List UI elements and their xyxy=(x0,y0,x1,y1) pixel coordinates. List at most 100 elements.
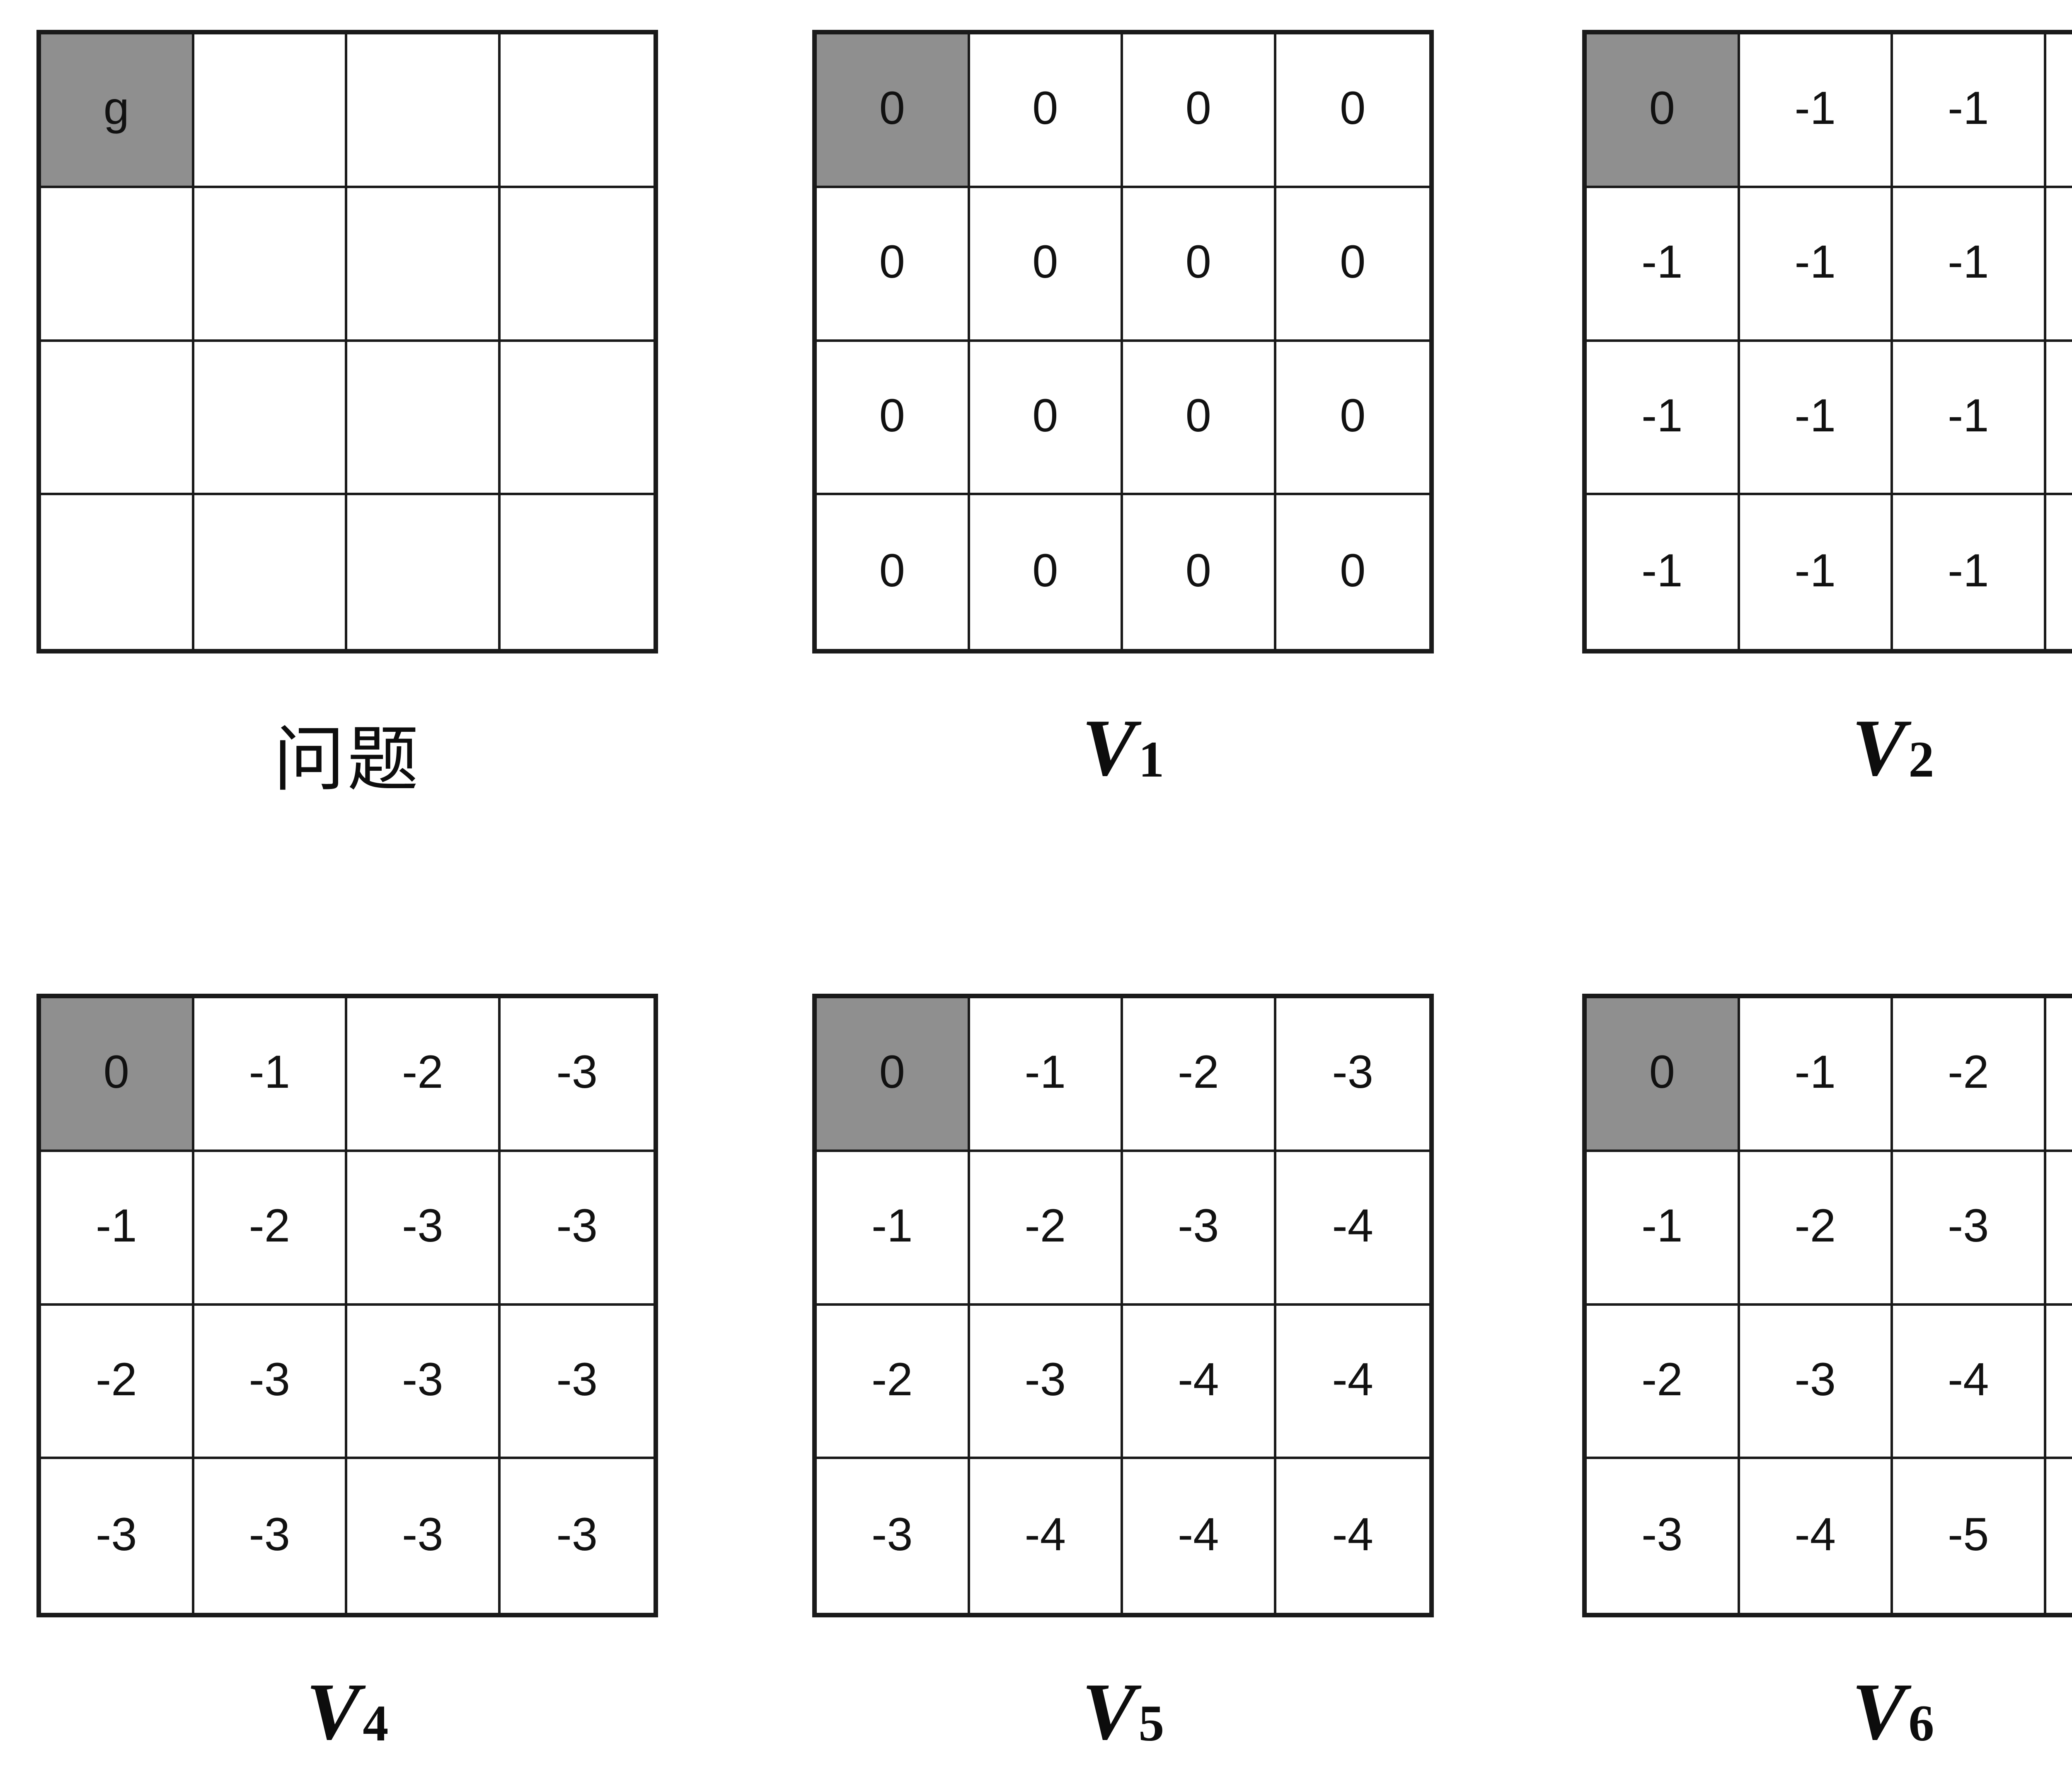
cell-problem-r2-c2 xyxy=(347,341,501,496)
cell-v4-r3-c0: -3 xyxy=(41,1459,194,1613)
cell-v2-r2-c2: -1 xyxy=(1893,341,2046,496)
caption-subscript-v1: 1 xyxy=(1138,731,1164,788)
cell-problem-r3-c1 xyxy=(194,495,347,649)
cell-v2-r3-c2: -1 xyxy=(1893,495,2046,649)
caption-subscript-v6: 6 xyxy=(1908,1695,1934,1752)
cell-v5-r0-c3: -3 xyxy=(1276,998,1429,1152)
cell-v5-r3-c1: -4 xyxy=(970,1459,1123,1613)
cell-problem-r0-c2 xyxy=(347,34,501,188)
cell-v6-r0-c2: -2 xyxy=(1893,998,2046,1152)
caption-v4: V4 xyxy=(36,1665,658,1758)
cell-v5-r1-c2: -3 xyxy=(1123,1152,1276,1306)
cell-v2-r0-c2: -1 xyxy=(1893,34,2046,188)
cell-v4-r0-c0: 0 xyxy=(41,998,194,1152)
cell-v6-r3-c2: -5 xyxy=(1893,1459,2046,1613)
cell-v5-r1-c0: -1 xyxy=(817,1152,970,1306)
cell-v4-r1-c0: -1 xyxy=(41,1152,194,1306)
cell-v6-r1-c3: -4 xyxy=(2046,1152,2072,1306)
cell-problem-r1-c3 xyxy=(500,188,654,342)
cell-problem-r3-c2 xyxy=(347,495,501,649)
cell-v1-r2-c0: 0 xyxy=(817,341,970,496)
cell-v2-r0-c3: -1 xyxy=(2046,34,2072,188)
cell-v6-r2-c2: -4 xyxy=(1893,1305,2046,1459)
cell-problem-r0-c1 xyxy=(194,34,347,188)
cell-v4-r3-c1: -3 xyxy=(194,1459,347,1613)
grid-problem: g xyxy=(36,30,658,653)
cell-v4-r0-c3: -3 xyxy=(500,998,654,1152)
cell-v2-r1-c1: -1 xyxy=(1740,188,1893,342)
cell-v1-r0-c0: 0 xyxy=(817,34,970,188)
grid-v2: 0-1-1-1-1-1-1-1-1-1-1-1-1-1-1-1 xyxy=(1582,30,2072,653)
cell-v6-r0-c3: -3 xyxy=(2046,998,2072,1152)
cell-v6-r2-c0: -2 xyxy=(1587,1305,1740,1459)
cell-problem-r3-c0 xyxy=(41,495,194,649)
caption-letter-v6: V xyxy=(1852,1667,1906,1757)
cell-v5-r0-c1: -1 xyxy=(970,998,1123,1152)
cell-problem-r2-c0 xyxy=(41,341,194,496)
caption-v2: V2 xyxy=(1582,701,2072,794)
cell-v2-r1-c2: -1 xyxy=(1893,188,2046,342)
cell-problem-r1-c1 xyxy=(194,188,347,342)
cell-v1-r1-c2: 0 xyxy=(1123,188,1276,342)
cell-v2-r2-c3: -1 xyxy=(2046,341,2072,496)
cell-v5-r0-c0: 0 xyxy=(817,998,970,1152)
cell-v1-r0-c3: 0 xyxy=(1276,34,1429,188)
cell-v2-r0-c0: 0 xyxy=(1587,34,1740,188)
cell-v6-r3-c3: -5 xyxy=(2046,1459,2072,1613)
cell-v4-r2-c0: -2 xyxy=(41,1305,194,1459)
grid-v5: 0-1-2-3-1-2-3-4-2-3-4-4-3-4-4-4 xyxy=(812,994,1434,1617)
cell-problem-r0-c3 xyxy=(500,34,654,188)
cell-v6-r3-c1: -4 xyxy=(1740,1459,1893,1613)
cell-problem-r2-c3 xyxy=(500,341,654,496)
board-v2: 0-1-1-1-1-1-1-1-1-1-1-1-1-1-1-1V2 xyxy=(1582,30,2072,793)
cell-v4-r3-c2: -3 xyxy=(347,1459,501,1613)
cell-v1-r3-c3: 0 xyxy=(1276,495,1429,649)
cell-v1-r2-c2: 0 xyxy=(1123,341,1276,496)
cell-v5-r2-c0: -2 xyxy=(817,1305,970,1459)
cell-v4-r2-c3: -3 xyxy=(500,1305,654,1459)
cell-v1-r1-c0: 0 xyxy=(817,188,970,342)
cell-v2-r2-c0: -1 xyxy=(1587,341,1740,496)
caption-subscript-v5: 5 xyxy=(1138,1695,1164,1752)
cell-v2-r3-c3: -1 xyxy=(2046,495,2072,649)
cell-v4-r2-c1: -3 xyxy=(194,1305,347,1459)
cell-v4-r1-c1: -2 xyxy=(194,1152,347,1306)
cell-v1-r1-c1: 0 xyxy=(970,188,1123,342)
cell-v1-r3-c2: 0 xyxy=(1123,495,1276,649)
cell-v5-r2-c3: -4 xyxy=(1276,1305,1429,1459)
caption-v5: V5 xyxy=(812,1665,1434,1758)
cell-v4-r0-c2: -2 xyxy=(347,998,501,1152)
cell-v5-r2-c1: -3 xyxy=(970,1305,1123,1459)
cell-v1-r3-c1: 0 xyxy=(970,495,1123,649)
cell-v6-r3-c0: -3 xyxy=(1587,1459,1740,1613)
cell-v6-r1-c1: -2 xyxy=(1740,1152,1893,1306)
cell-v1-r0-c1: 0 xyxy=(970,34,1123,188)
caption-letter-v5: V xyxy=(1082,1667,1136,1757)
cell-v2-r1-c0: -1 xyxy=(1587,188,1740,342)
cell-v5-r1-c3: -4 xyxy=(1276,1152,1429,1306)
cell-v4-r0-c1: -1 xyxy=(194,998,347,1152)
cell-v2-r1-c3: -1 xyxy=(2046,188,2072,342)
cell-v5-r3-c3: -4 xyxy=(1276,1459,1429,1613)
cell-v4-r1-c3: -3 xyxy=(500,1152,654,1306)
cell-v1-r0-c2: 0 xyxy=(1123,34,1276,188)
caption-v6: V6 xyxy=(1582,1665,2072,1758)
grid-v6: 0-1-2-3-1-2-3-4-2-3-4-5-3-4-5-5 xyxy=(1582,994,2072,1617)
cell-v6-r1-c0: -1 xyxy=(1587,1152,1740,1306)
cell-v1-r1-c3: 0 xyxy=(1276,188,1429,342)
cell-v6-r2-c1: -3 xyxy=(1740,1305,1893,1459)
caption-problem: 问题 xyxy=(274,718,421,801)
cell-problem-r0-c0: g xyxy=(41,34,194,188)
caption-v1: V1 xyxy=(812,701,1434,794)
cell-v6-r2-c3: -5 xyxy=(2046,1305,2072,1459)
cell-problem-r2-c1 xyxy=(194,341,347,496)
cell-v5-r0-c2: -2 xyxy=(1123,998,1276,1152)
grid-v4: 0-1-2-3-1-2-3-3-2-3-3-3-3-3-3-3 xyxy=(36,994,658,1617)
cell-v4-r2-c2: -3 xyxy=(347,1305,501,1459)
cell-v4-r3-c3: -3 xyxy=(500,1459,654,1613)
board-problem: g 问题 xyxy=(36,30,658,801)
